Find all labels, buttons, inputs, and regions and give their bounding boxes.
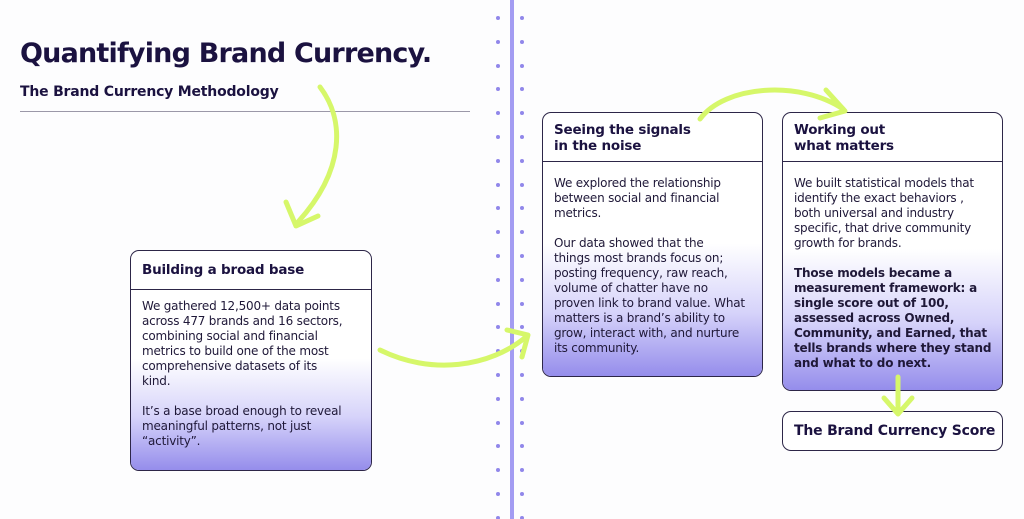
timeline-dot xyxy=(520,301,524,306)
timeline-dot xyxy=(496,325,500,330)
timeline-dot xyxy=(496,373,500,377)
page-title: Quantifying Brand Currency. xyxy=(20,38,432,69)
timeline-dot xyxy=(496,87,500,92)
curved-arrow-icon xyxy=(377,327,531,368)
page-subtitle: The Brand Currency Methodology xyxy=(20,84,279,100)
timeline-dot xyxy=(496,492,500,496)
timeline-dot xyxy=(520,396,524,401)
timeline-dot xyxy=(520,515,524,519)
timeline-dot xyxy=(496,349,500,354)
timeline-dot xyxy=(520,325,524,330)
header-divider xyxy=(20,111,470,112)
timeline-dot xyxy=(520,420,524,425)
timeline-dot xyxy=(520,277,524,282)
step-body: We gathered 12,500+ data points across 4… xyxy=(131,290,371,470)
timeline-dot xyxy=(520,111,524,116)
timeline-dot xyxy=(520,444,524,449)
timeline-dot xyxy=(496,444,500,449)
timeline-line xyxy=(510,0,514,519)
timeline-dot xyxy=(496,63,500,68)
curved-arrow-icon xyxy=(881,374,915,417)
timeline-dot xyxy=(520,468,524,473)
timeline-dot xyxy=(496,301,500,306)
step-heading: Building a broad base xyxy=(131,251,371,290)
timeline-dot xyxy=(520,135,524,139)
curved-arrow-icon xyxy=(697,87,848,122)
timeline-dot xyxy=(520,87,524,92)
timeline-dot xyxy=(496,135,500,139)
timeline-dot xyxy=(520,206,524,211)
step-body: We built statistical models that identif… xyxy=(783,162,1002,390)
curved-arrow-icon xyxy=(283,84,339,229)
timeline-dot xyxy=(496,182,500,187)
timeline-dot xyxy=(496,277,500,282)
timeline-dot xyxy=(496,16,500,20)
timeline-dot xyxy=(496,230,500,235)
timeline-dot xyxy=(496,111,500,116)
step-paragraph-bold: Those models became a measurement framew… xyxy=(794,266,992,370)
timeline-dot xyxy=(520,254,524,258)
timeline-dot xyxy=(496,396,500,401)
timeline-dot xyxy=(496,420,500,425)
timeline-dot xyxy=(520,182,524,187)
timeline-dot xyxy=(496,468,500,473)
step-card-working-out: Working out what matters We built statis… xyxy=(782,112,1003,391)
timeline-dot xyxy=(520,63,524,68)
step-heading: Seeing the signals in the noise xyxy=(543,113,762,162)
step-paragraph: We gathered 12,500+ data points across 4… xyxy=(142,299,343,388)
timeline-dot xyxy=(520,39,524,44)
timeline-dot xyxy=(496,254,500,258)
step-paragraph: It’s a base broad enough to reveal meani… xyxy=(142,404,342,448)
timeline-dot xyxy=(496,515,500,519)
timeline-dot xyxy=(520,492,524,496)
timeline-dot xyxy=(520,16,524,20)
step-body: We explored the relationship between soc… xyxy=(543,162,762,376)
step-card-seeing-signals: Seeing the signals in the noise We explo… xyxy=(542,112,763,377)
step-heading: Working out what matters xyxy=(783,113,1002,162)
timeline-dot xyxy=(520,373,524,377)
timeline-dot xyxy=(520,158,524,163)
timeline-dot xyxy=(496,158,500,163)
step-card-building-base: Building a broad base We gathered 12,500… xyxy=(130,250,372,471)
timeline-dot xyxy=(496,39,500,44)
step-paragraph: We built statistical models that identif… xyxy=(794,176,974,250)
timeline-dot xyxy=(520,230,524,235)
timeline-dot xyxy=(496,206,500,211)
step-paragraph: Our data showed that the things most bra… xyxy=(554,236,745,355)
step-paragraph: We explored the relationship between soc… xyxy=(554,176,721,220)
